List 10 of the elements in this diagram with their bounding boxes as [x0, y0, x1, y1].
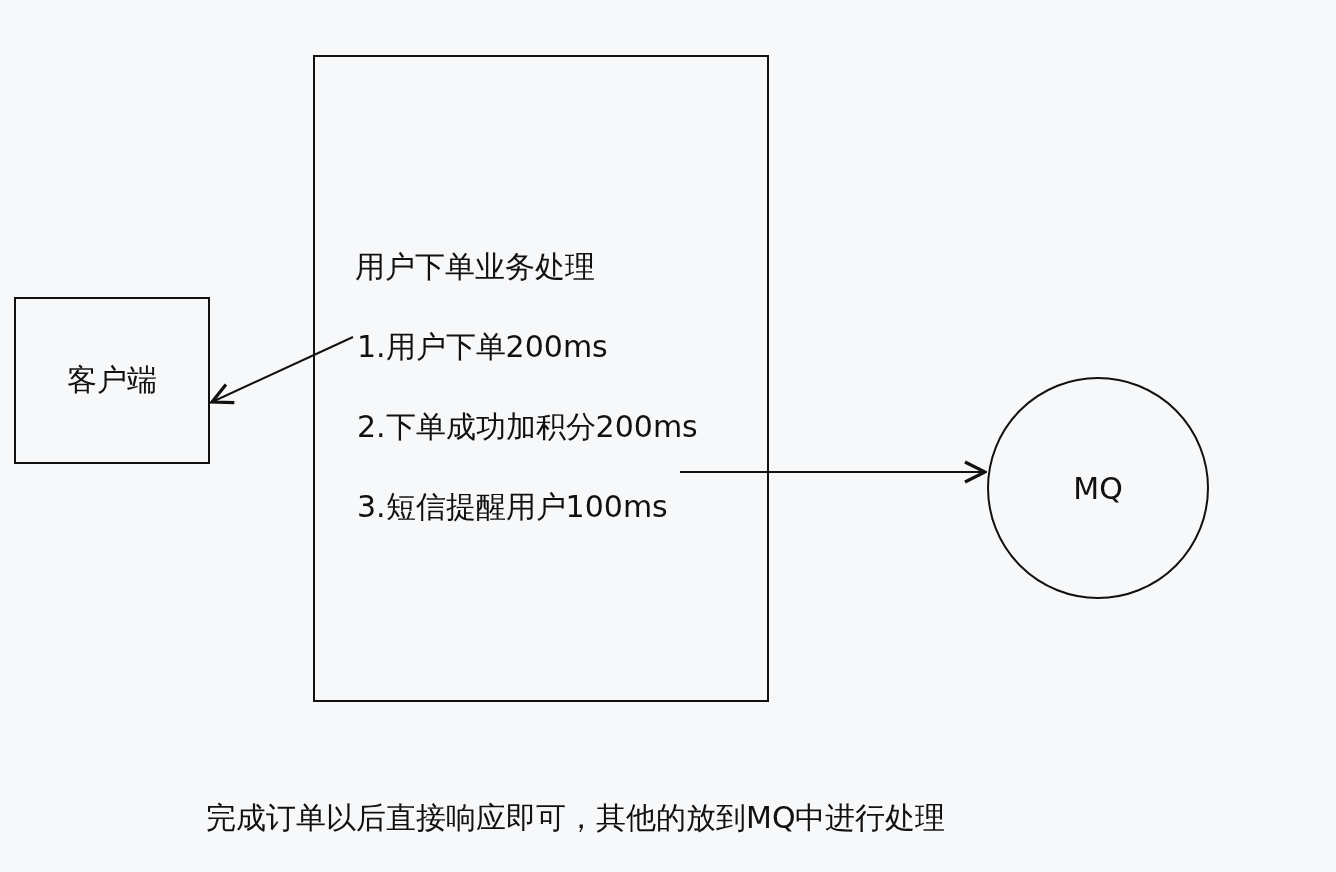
arrow [210, 336, 354, 405]
queue-circle: MQ [987, 377, 1209, 599]
step-text: 3.短信提醒用户100ms [357, 487, 717, 527]
box-heading: 用户下单业务处理 [355, 248, 595, 286]
client-box: 客户端 [14, 297, 210, 464]
step-text: 2.下单成功加积分200ms [357, 407, 752, 447]
step-text: 1.用户下单200ms [357, 327, 647, 367]
arrow [679, 460, 987, 484]
caption: 完成订单以后直接响应即可，其他的放到MQ中进行处理 [206, 799, 946, 837]
process-box [313, 55, 769, 702]
